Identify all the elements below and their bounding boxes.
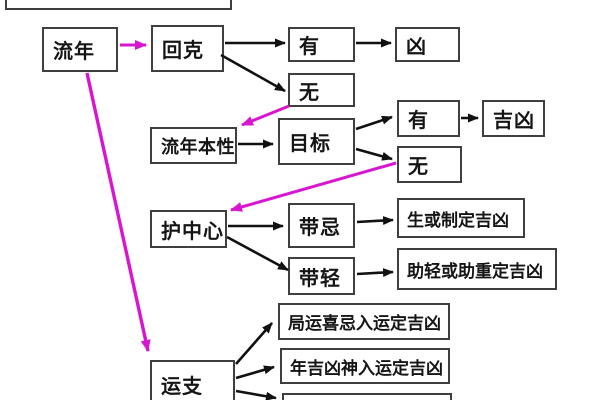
node-wu-mid-label: 无 bbox=[408, 156, 429, 178]
node-wu-top: 无 bbox=[288, 73, 355, 107]
node-bottom-cropped-box bbox=[282, 393, 452, 400]
arrow-mubiao-to-wu-mid bbox=[355, 147, 393, 161]
node-liunian-benxing: 流年本性 bbox=[150, 127, 237, 164]
node-daiji: 带忌 bbox=[288, 203, 355, 248]
node-xiong: 凶 bbox=[395, 27, 460, 62]
node-you-mid-label: 有 bbox=[408, 110, 429, 132]
node-sheng-ding-label: 生或制定吉凶 bbox=[407, 210, 509, 230]
arrow-yunzhi-to-nianji bbox=[235, 365, 275, 380]
node-liunian: 流年 bbox=[42, 27, 118, 72]
arrow-daiqing-to-zhu-ding bbox=[356, 268, 394, 278]
arrow-huzhongxin-to-daiqing bbox=[226, 235, 289, 272]
node-liunian-label: 流年 bbox=[53, 41, 95, 63]
arrow-daiji-to-sheng-ding bbox=[356, 216, 394, 226]
node-mubiao: 目标 bbox=[278, 118, 355, 165]
node-juyun: 局运喜忌入运定吉凶 bbox=[278, 303, 450, 340]
arrow-yunzhi-to-juyun bbox=[235, 322, 273, 365]
node-wu-mid: 无 bbox=[397, 146, 462, 183]
node-wu-top-label: 无 bbox=[299, 81, 320, 104]
node-jixiong-label: 吉凶 bbox=[493, 110, 535, 132]
arrow-huike-to-wu-top bbox=[220, 53, 286, 93]
node-top-cropped-box bbox=[5, 0, 232, 10]
node-you-mid: 有 bbox=[397, 100, 460, 137]
node-nianji-label: 年吉凶神入运定吉凶 bbox=[290, 358, 443, 378]
node-nianji: 年吉凶神入运定吉凶 bbox=[280, 348, 450, 384]
node-zhu-ding: 助轻或助重定吉凶 bbox=[397, 248, 557, 290]
node-yunzhi: 运支 bbox=[150, 360, 235, 400]
node-yunzhi-label: 运支 bbox=[161, 375, 203, 398]
node-juyun-label: 局运喜忌入运定吉凶 bbox=[288, 314, 441, 333]
node-xiong-label: 凶 bbox=[406, 36, 427, 58]
node-huzhongxin: 护中心 bbox=[150, 210, 227, 248]
node-daiqing-label: 带轻 bbox=[299, 267, 341, 290]
arrow-yunzhi-to-bottom-box bbox=[235, 389, 277, 400]
node-huike: 回克 bbox=[151, 25, 224, 72]
node-huike-label: 回克 bbox=[162, 40, 204, 62]
node-you-top: 有 bbox=[288, 27, 355, 62]
node-jixiong: 吉凶 bbox=[482, 100, 545, 137]
node-mubiao-label: 目标 bbox=[289, 133, 331, 155]
node-daiji-label: 带忌 bbox=[299, 217, 341, 239]
node-daiqing: 带轻 bbox=[288, 257, 355, 295]
arrow-mubiao-to-you-mid bbox=[355, 115, 393, 131]
node-you-top-label: 有 bbox=[299, 36, 320, 58]
node-liunian-benxing-label: 流年本性 bbox=[161, 136, 235, 157]
arrow-liunian-to-yunzhi bbox=[85, 72, 151, 352]
node-zhu-ding-label: 助轻或助重定吉凶 bbox=[407, 261, 543, 281]
node-sheng-ding: 生或制定吉凶 bbox=[397, 198, 525, 238]
node-huzhongxin-label: 护中心 bbox=[161, 220, 224, 243]
